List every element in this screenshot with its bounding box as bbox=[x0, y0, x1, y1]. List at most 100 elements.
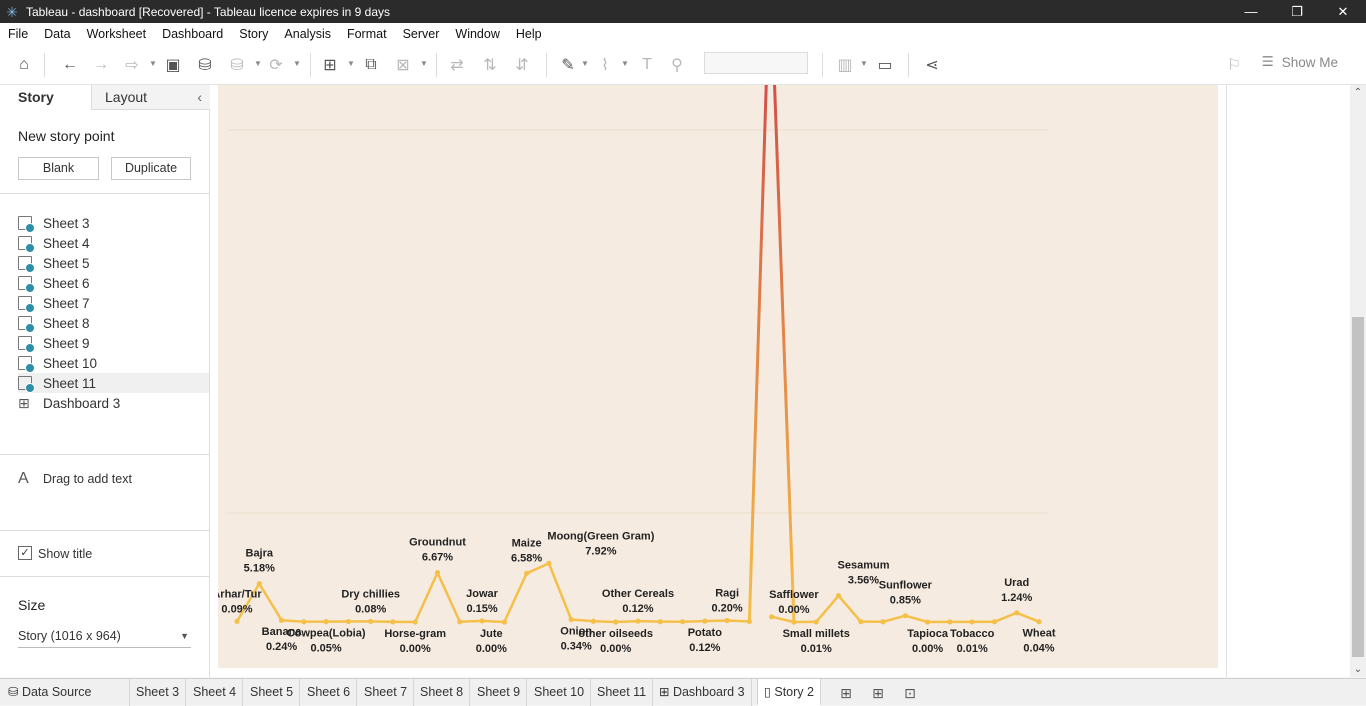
tab-sheet[interactable]: Sheet 3 bbox=[130, 679, 186, 706]
data-point[interactable] bbox=[435, 570, 440, 575]
sort-descending-icon[interactable]: ⇵ bbox=[510, 53, 534, 77]
vertical-scrollbar[interactable]: ⌃ ⌄ bbox=[1350, 85, 1366, 677]
new-data-source-icon[interactable]: ⛁ bbox=[193, 53, 217, 77]
undo-icon[interactable]: ← bbox=[58, 53, 82, 77]
new-worksheet-dropdown-icon[interactable]: ▼ bbox=[347, 59, 355, 68]
data-point[interactable] bbox=[546, 561, 551, 566]
data-point[interactable] bbox=[502, 619, 507, 624]
data-point[interactable] bbox=[635, 619, 640, 624]
tab-data-source[interactable]: ⛁ Data Source bbox=[2, 679, 130, 706]
data-point[interactable] bbox=[591, 619, 596, 624]
group-members-icon[interactable]: ⌇ bbox=[593, 53, 617, 77]
tab-dashboard[interactable]: ⊞ Dashboard 3 bbox=[653, 679, 752, 706]
replay-dropdown-icon[interactable]: ▼ bbox=[149, 59, 157, 68]
data-point[interactable] bbox=[858, 619, 863, 624]
swap-rows-columns-icon[interactable]: ⇄ bbox=[445, 53, 469, 77]
redo-icon[interactable]: → bbox=[89, 53, 113, 77]
data-point[interactable] bbox=[747, 619, 752, 624]
fix-axes-icon[interactable]: ⚲ bbox=[665, 53, 689, 77]
size-select[interactable]: Story (1016 x 964) ▼ bbox=[18, 626, 191, 648]
pause-dropdown-icon[interactable]: ▼ bbox=[254, 59, 262, 68]
scroll-thumb[interactable] bbox=[1352, 317, 1364, 657]
new-story-icon[interactable]: ⊡ bbox=[900, 683, 920, 703]
data-point[interactable] bbox=[791, 619, 796, 624]
show-labels-icon[interactable]: T bbox=[635, 53, 659, 77]
fit-icon[interactable]: ▥ bbox=[833, 53, 857, 77]
data-point[interactable] bbox=[234, 619, 239, 624]
presentation-mode-icon[interactable]: ▭ bbox=[873, 53, 897, 77]
sheet-item[interactable]: Sheet 3 bbox=[18, 213, 209, 233]
pause-updates-icon[interactable]: ⛁ bbox=[225, 53, 249, 77]
restore-button[interactable]: ❐ bbox=[1274, 0, 1320, 23]
replay-icon[interactable]: ⇨ bbox=[120, 53, 144, 77]
collapse-panel-icon[interactable]: ‹ bbox=[197, 85, 202, 110]
tooltip-pin-icon[interactable]: ⚐ bbox=[1222, 53, 1246, 77]
scroll-down-icon[interactable]: ⌄ bbox=[1350, 664, 1366, 675]
tab-sheet[interactable]: Sheet 9 bbox=[471, 679, 527, 706]
data-point[interactable] bbox=[524, 571, 529, 576]
tab-sheet[interactable]: Sheet 11 bbox=[591, 679, 653, 706]
data-point[interactable] bbox=[346, 619, 351, 624]
clear-sheet-icon[interactable]: ⊠ bbox=[391, 53, 415, 77]
tab-story[interactable]: ▯ Story 2 bbox=[757, 679, 821, 706]
menu-help[interactable]: Help bbox=[508, 27, 550, 41]
scroll-up-icon[interactable]: ⌃ bbox=[1350, 87, 1366, 98]
show-title-checkbox[interactable]: ✓ bbox=[18, 546, 32, 560]
data-point[interactable] bbox=[725, 618, 730, 623]
refresh-dropdown-icon[interactable]: ▼ bbox=[293, 59, 301, 68]
data-point[interactable] bbox=[880, 619, 885, 624]
menu-story[interactable]: Story bbox=[231, 27, 276, 41]
data-point[interactable] bbox=[769, 614, 774, 619]
fit-width-combo[interactable] bbox=[704, 52, 808, 74]
data-point[interactable] bbox=[814, 619, 819, 624]
tab-sheet[interactable]: Sheet 10 bbox=[528, 679, 591, 706]
sheet-item[interactable]: Sheet 7 bbox=[18, 293, 209, 313]
data-point[interactable] bbox=[257, 581, 262, 586]
data-point[interactable] bbox=[1014, 610, 1019, 615]
sheet-item[interactable]: Sheet 4 bbox=[18, 233, 209, 253]
save-icon[interactable]: ▣ bbox=[161, 53, 185, 77]
data-point[interactable] bbox=[836, 593, 841, 598]
fit-dropdown-icon[interactable]: ▼ bbox=[860, 59, 868, 68]
sheet-item[interactable]: Sheet 11 bbox=[18, 373, 209, 393]
data-point[interactable] bbox=[279, 618, 284, 623]
new-dashboard-icon[interactable]: ⊞ bbox=[868, 683, 888, 703]
data-point[interactable] bbox=[947, 619, 952, 624]
menu-dashboard[interactable]: Dashboard bbox=[154, 27, 231, 41]
duplicate-sheet-icon[interactable]: ⧉ bbox=[359, 53, 383, 77]
data-point[interactable] bbox=[479, 618, 484, 623]
home-icon[interactable]: ⌂ bbox=[12, 53, 36, 77]
data-point[interactable] bbox=[970, 619, 975, 624]
menu-format[interactable]: Format bbox=[339, 27, 395, 41]
data-point[interactable] bbox=[925, 619, 930, 624]
menu-file[interactable]: File bbox=[0, 27, 36, 41]
menu-worksheet[interactable]: Worksheet bbox=[79, 27, 155, 41]
sort-ascending-icon[interactable]: ⇅ bbox=[478, 53, 502, 77]
data-point[interactable] bbox=[390, 619, 395, 624]
sheet-item[interactable]: Sheet 10 bbox=[18, 353, 209, 373]
sheet-item[interactable]: Sheet 9 bbox=[18, 333, 209, 353]
data-point[interactable] bbox=[413, 619, 418, 624]
share-icon[interactable]: ⋖ bbox=[920, 53, 944, 77]
duplicate-button[interactable]: Duplicate bbox=[111, 157, 191, 180]
tab-layout[interactable]: Layout ‹ bbox=[92, 85, 210, 110]
close-button[interactable]: ✕ bbox=[1320, 0, 1366, 23]
data-point[interactable] bbox=[324, 619, 329, 624]
refresh-icon[interactable]: ⟳ bbox=[264, 53, 288, 77]
data-point[interactable] bbox=[992, 619, 997, 624]
data-point[interactable] bbox=[1036, 619, 1041, 624]
data-point[interactable] bbox=[702, 619, 707, 624]
sheet-item[interactable]: Sheet 8 bbox=[18, 313, 209, 333]
show-me-button[interactable]: ☰ Show Me bbox=[1262, 54, 1338, 70]
line-chart[interactable]: Arhar/Tur0.09%Bajra5.18%Banana0.24%Cowpe… bbox=[218, 85, 1218, 668]
tab-sheet[interactable]: Sheet 8 bbox=[414, 679, 470, 706]
new-worksheet-icon[interactable]: ⊞ bbox=[318, 53, 342, 77]
sheet-item[interactable]: Sheet 5 bbox=[18, 253, 209, 273]
menu-window[interactable]: Window bbox=[447, 27, 507, 41]
clear-dropdown-icon[interactable]: ▼ bbox=[420, 59, 428, 68]
tab-sheet[interactable]: Sheet 7 bbox=[358, 679, 414, 706]
minimize-button[interactable]: — bbox=[1228, 0, 1274, 23]
menu-server[interactable]: Server bbox=[395, 27, 448, 41]
highlight-dropdown-icon[interactable]: ▼ bbox=[581, 59, 589, 68]
data-point[interactable] bbox=[903, 613, 908, 618]
